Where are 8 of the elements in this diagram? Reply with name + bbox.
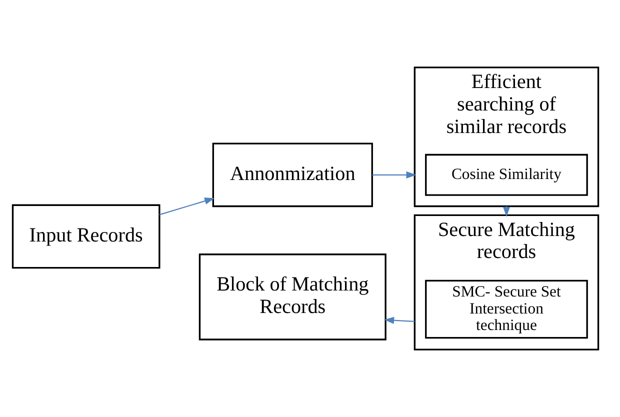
arrow bbox=[159, 198, 215, 216]
arrow bbox=[372, 171, 416, 178]
node-box: Cosine Similarity bbox=[425, 154, 588, 196]
arrow bbox=[384, 316, 415, 324]
node-box: Annonmization bbox=[212, 142, 373, 208]
node-box: SMC- Secure Set Intersection technique bbox=[425, 280, 588, 339]
node-box: Input Records bbox=[12, 204, 160, 269]
node-box: Block of Matching Records bbox=[198, 254, 386, 340]
